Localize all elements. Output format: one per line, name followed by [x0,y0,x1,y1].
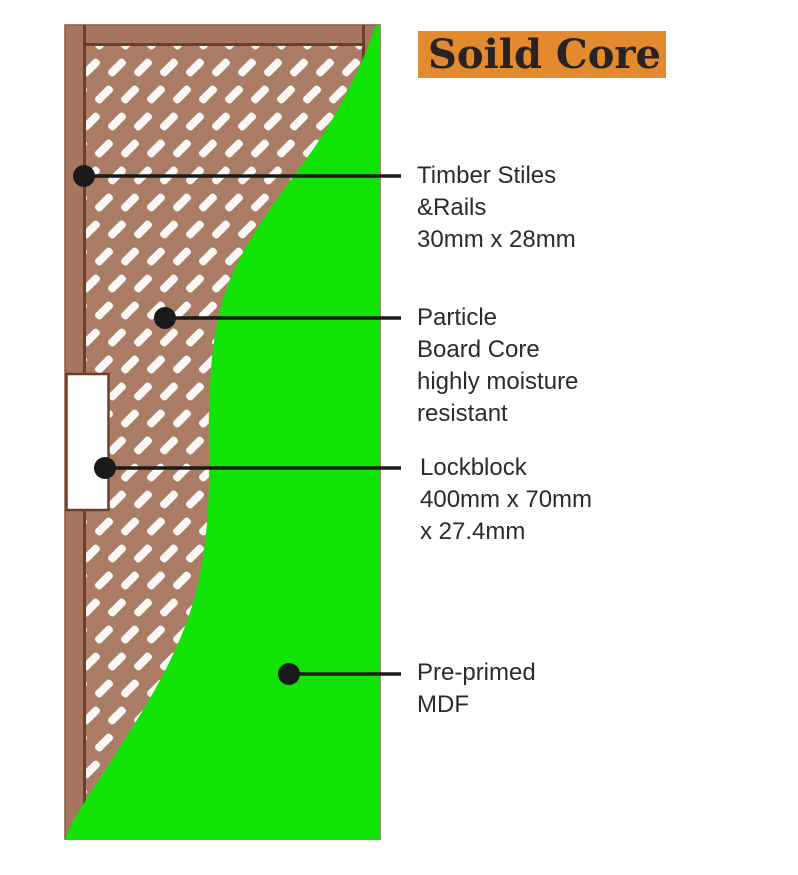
lockblock-rect [65,372,110,512]
callout-dot-particle-board [154,307,176,329]
title-banner: Soild Core [418,31,666,78]
label-line: Timber Stiles [417,162,557,189]
page-title: Soild Core [428,31,661,78]
callout-dot-pre-primed-mdf [278,663,300,685]
callout-dots [73,165,300,685]
label-line: Particle [417,304,498,331]
label-line: &Rails [417,194,487,221]
label-line: resistant [417,400,508,427]
label-line: 400mm x 70mm [420,486,593,513]
label-line: MDF [417,691,469,718]
label-line: highly moisture [417,368,579,395]
callout-label-pre-primed-mdf: Pre-primed MDF [417,657,536,721]
callout-dot-timber-stiles [73,165,95,187]
callout-label-lockblock: Lockblock 400mm x 70mm x 27.4mm [420,452,592,548]
callout-lines [84,174,401,676]
label-line: Board Core [417,336,540,363]
callout-label-timber-stiles: Timber Stiles &Rails 30mm x 28mm [417,160,576,256]
mdf-green-overlay [65,25,380,839]
label-line: Lockblock [420,454,527,481]
label-line: 30mm x 28mm [417,226,576,253]
label-line: Pre-primed [417,659,536,686]
callout-dot-lockblock [94,457,116,479]
callout-label-particle-board: Particle Board Core highly moisture resi… [417,302,578,430]
label-line: x 27.4mm [420,518,526,545]
